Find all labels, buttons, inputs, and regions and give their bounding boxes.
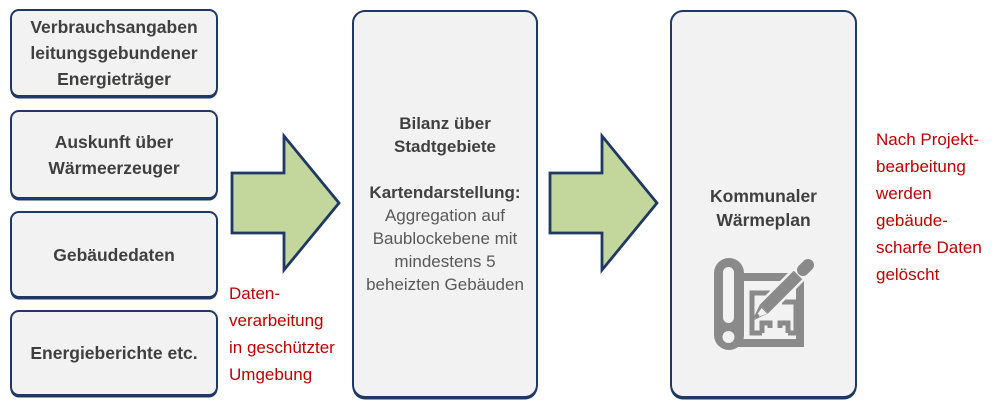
source-box-label: Auskunft über Wärmeerzeuger — [48, 131, 180, 178]
source-box-label: Verbrauchsangaben leitungsgebundener Ene… — [30, 17, 198, 89]
deletion-note: Nach Projekt- bearbeitung werden gebäude… — [876, 130, 982, 284]
source-box-energy-reports: Energieberichte etc. — [10, 310, 218, 396]
map-description: Aggregation auf Baublockebene mit mindes… — [366, 206, 524, 294]
source-box-heat-generators: Auskunft über Wärmeerzeuger — [10, 110, 218, 199]
heat-plan-panel: Kommunaler Wärmeplan — [670, 10, 857, 398]
source-box-label: Energieberichte etc. — [30, 343, 198, 363]
source-box-building-data: Gebäudedaten — [10, 211, 218, 298]
source-box-consumption-data: Verbrauchsangaben leitungsgebundener Ene… — [10, 9, 218, 97]
balance-title: Bilanz über Stadtgebiete — [393, 114, 497, 156]
flow-arrow-right-icon — [230, 132, 341, 274]
flow-arrow-right-icon — [548, 132, 659, 274]
blueprint-pencil-icon — [713, 257, 816, 350]
source-box-label: Gebäudedaten — [53, 244, 175, 265]
map-heading: Kartendarstellung: — [369, 183, 521, 202]
balance-panel: Bilanz über Stadtgebiete Kartendarstellu… — [352, 10, 538, 398]
processing-note: Daten- verarbeitung in geschützter Umgeb… — [229, 284, 335, 384]
heat-plan-title: Kommunaler Wärmeplan — [710, 186, 817, 230]
